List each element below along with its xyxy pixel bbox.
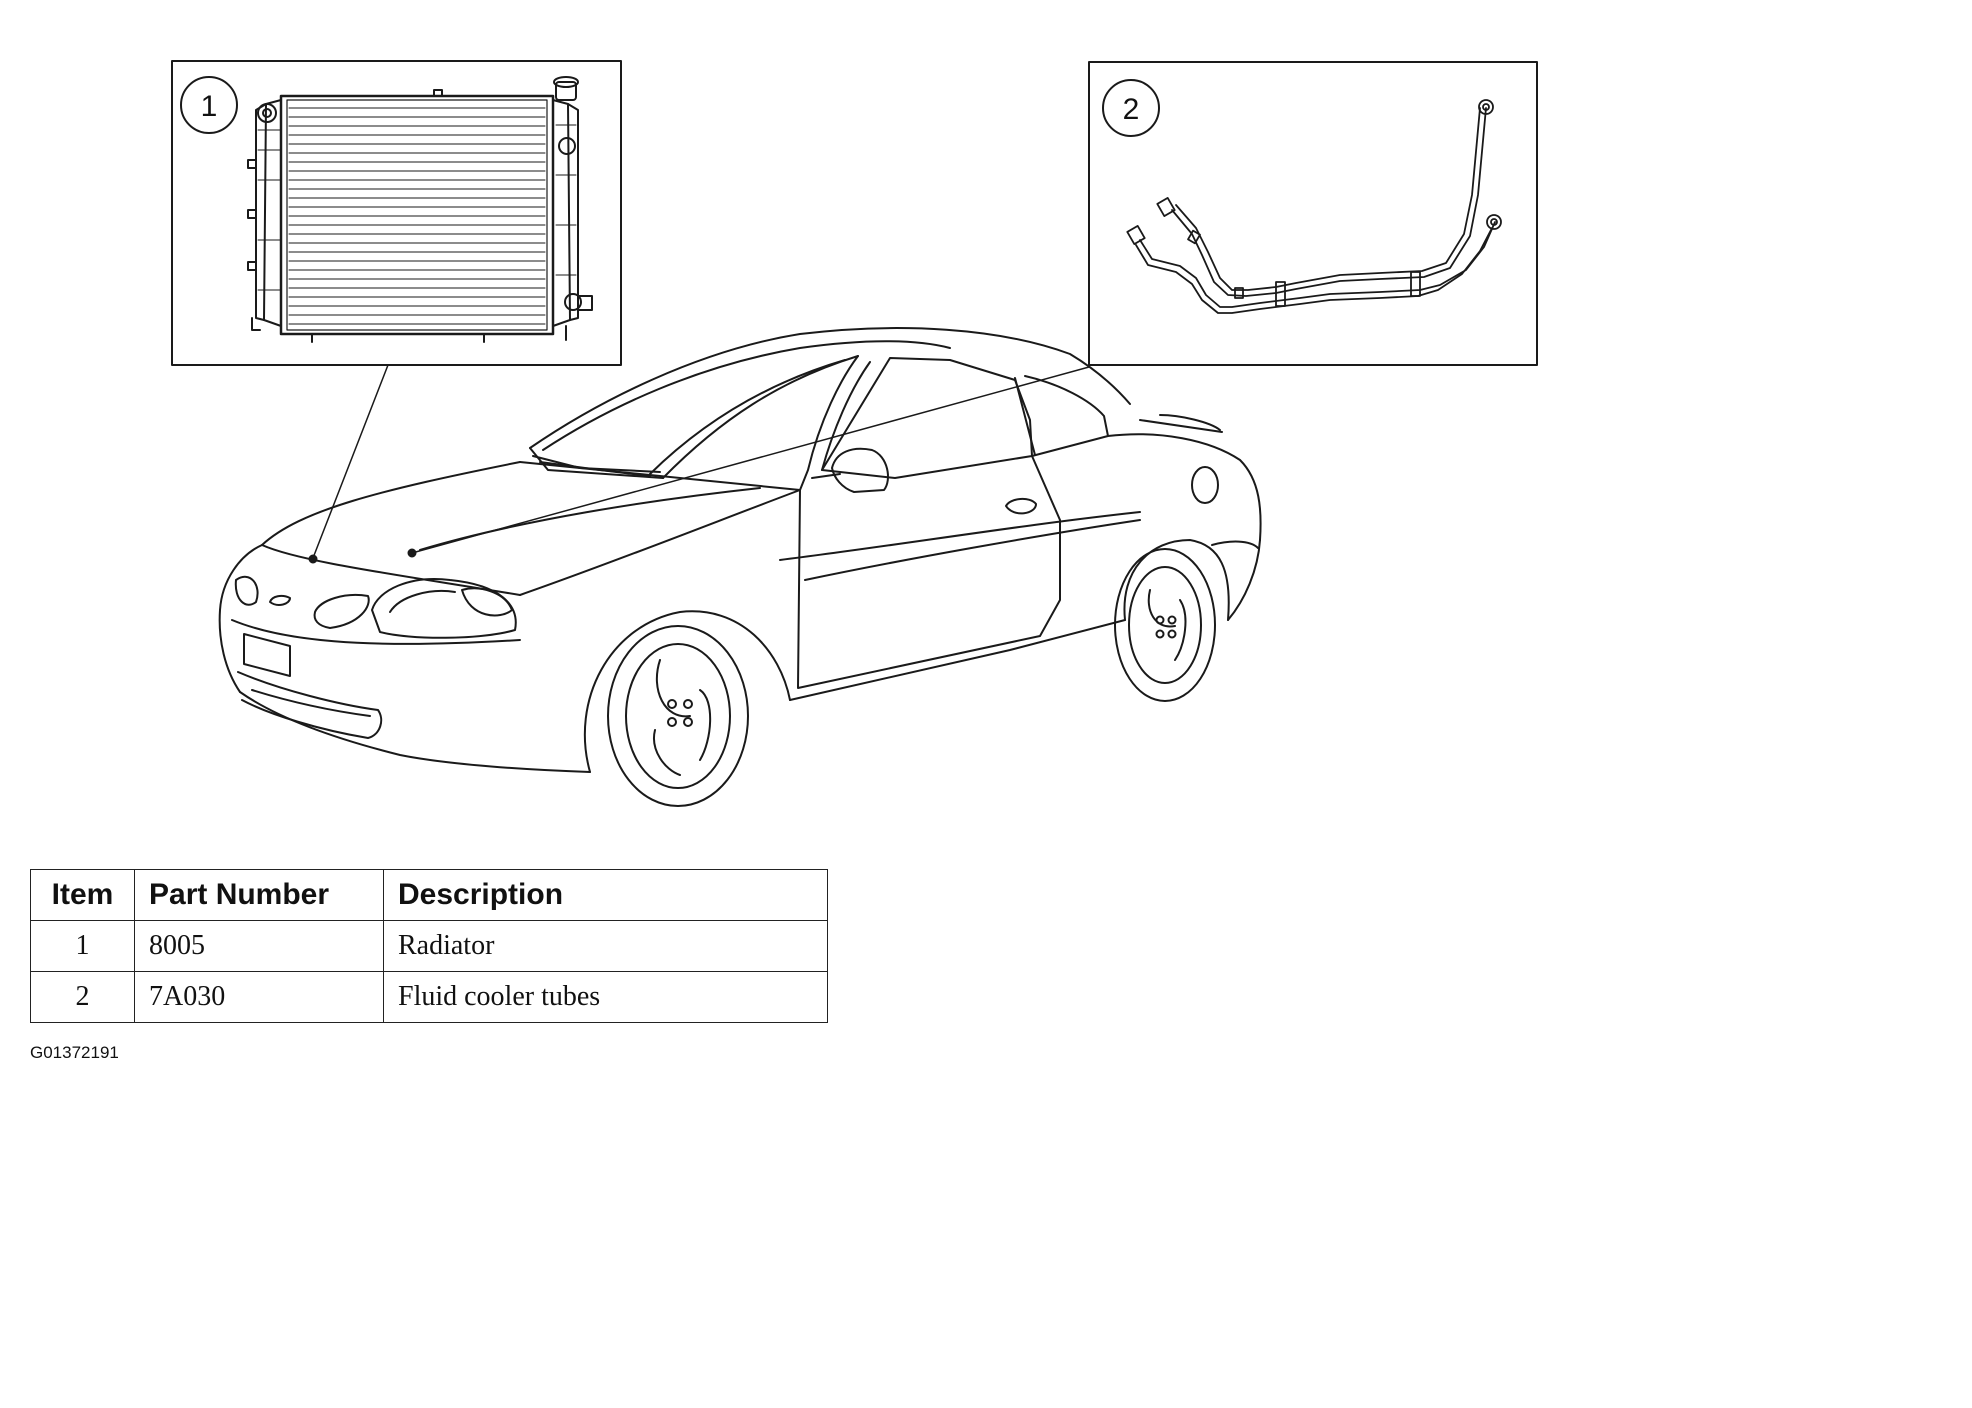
cooler-tubes-illustration: [1126, 99, 1502, 314]
callout-box-radiator: [171, 60, 622, 366]
leader-line-cooler-tubes: [411, 366, 1090, 554]
row-1-part-number: 8005: [134, 920, 384, 972]
header-part-number: Part Number: [134, 869, 384, 921]
parts-table: Item Part Number Description 1 8005 Radi…: [30, 869, 828, 1023]
figure-id: G01372191: [30, 1043, 119, 1062]
callout-circle-1: [180, 76, 238, 134]
header-item: Item: [30, 869, 135, 921]
row-2-description: Fluid cooler tubes: [383, 971, 828, 1023]
car-illustration: [218, 327, 1262, 807]
radiator-illustration: [247, 76, 593, 343]
leader-dot-cooler-tubes: [407, 548, 417, 558]
table-header-row: Item Part Number Description: [30, 869, 828, 921]
row-1-description: Radiator: [383, 920, 828, 972]
row-2-part-number: 7A030: [134, 971, 384, 1023]
callout-number-1: 1: [201, 90, 218, 123]
leader-line-radiator: [312, 364, 389, 559]
table-row: 2 7A030 Fluid cooler tubes: [30, 971, 828, 1023]
car-diagram: 1: [171, 60, 1538, 807]
header-description: Description: [383, 869, 828, 921]
table-row: 1 8005 Radiator: [30, 920, 828, 972]
row-1-item: 1: [30, 920, 135, 972]
callout-number-2: 2: [1123, 93, 1140, 126]
row-2-item: 2: [30, 971, 135, 1023]
callout-circle-2: [1102, 79, 1160, 137]
callout-box-cooler-tubes: [1088, 61, 1538, 366]
